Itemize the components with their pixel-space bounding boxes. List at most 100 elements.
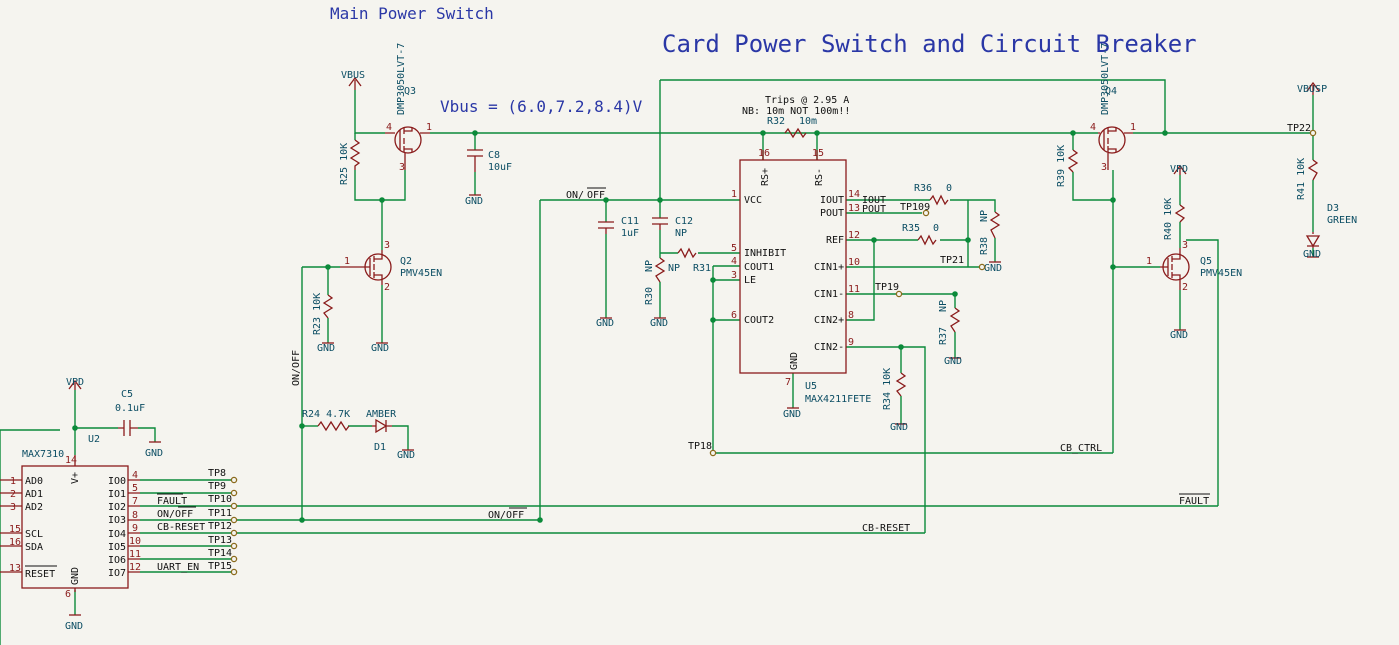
svg-text:6: 6 bbox=[731, 310, 737, 321]
power-vbus: VBUS bbox=[341, 70, 365, 90]
svg-text:R34 10K: R34 10K bbox=[882, 368, 893, 410]
svg-text:6: 6 bbox=[65, 589, 71, 600]
svg-text:1: 1 bbox=[426, 122, 432, 133]
svg-text:2: 2 bbox=[384, 282, 390, 293]
svg-text:LE: LE bbox=[744, 275, 756, 286]
net-on-off-bottom: ON/OFF bbox=[488, 510, 524, 521]
svg-text:1: 1 bbox=[10, 476, 16, 487]
svg-text:R36: R36 bbox=[914, 183, 932, 194]
svg-text:CIN1-: CIN1- bbox=[814, 289, 844, 300]
svg-text:IO4: IO4 bbox=[108, 529, 126, 540]
svg-text:12: 12 bbox=[848, 230, 860, 241]
svg-text:IO3: IO3 bbox=[108, 515, 126, 526]
svg-text:COUT1: COUT1 bbox=[744, 262, 774, 273]
svg-text:RS-: RS- bbox=[814, 168, 825, 186]
svg-text:3: 3 bbox=[384, 240, 390, 251]
net-on-off-u2: ON/OFF bbox=[157, 509, 193, 520]
net-cb-ctrl: CB_CTRL bbox=[1060, 443, 1102, 454]
q5-ref: Q5 bbox=[1200, 256, 1212, 267]
power-vpd-q5: VPD bbox=[1170, 164, 1188, 175]
svg-text:GND: GND bbox=[596, 318, 614, 329]
svg-text:GND: GND bbox=[371, 343, 389, 354]
tp13: TP13 bbox=[208, 535, 232, 546]
svg-text:R41 10K: R41 10K bbox=[1296, 158, 1307, 200]
svg-text:NP: NP bbox=[668, 263, 680, 274]
svg-text:R31: R31 bbox=[693, 263, 711, 274]
svg-text:IO7: IO7 bbox=[108, 568, 126, 579]
svg-text:POUT: POUT bbox=[820, 208, 844, 219]
svg-text:GND: GND bbox=[890, 422, 908, 433]
net-fault-u2: FAULT bbox=[157, 496, 187, 507]
svg-text:14: 14 bbox=[848, 189, 860, 200]
svg-text:NP: NP bbox=[675, 228, 687, 239]
svg-text:CIN2-: CIN2- bbox=[814, 342, 844, 353]
svg-text:4: 4 bbox=[132, 470, 138, 481]
svg-text:2: 2 bbox=[1182, 282, 1188, 293]
wires bbox=[0, 79, 1314, 645]
svg-text:0: 0 bbox=[933, 223, 939, 234]
svg-text:GND: GND bbox=[650, 318, 668, 329]
svg-text:R40 10K: R40 10K bbox=[1163, 198, 1174, 240]
power-vbusp: VBUSP bbox=[1297, 81, 1327, 95]
tp14: TP14 bbox=[208, 548, 232, 559]
main-title: Main Power Switch bbox=[330, 4, 494, 23]
svg-text:OFF: OFF bbox=[587, 190, 605, 201]
svg-text:CIN1+: CIN1+ bbox=[814, 262, 844, 273]
svg-text:IO6: IO6 bbox=[108, 555, 126, 566]
svg-text:R25 10K: R25 10K bbox=[339, 143, 350, 185]
tp15: TP15 bbox=[208, 561, 232, 572]
svg-text:15: 15 bbox=[9, 524, 21, 535]
svg-text:GND: GND bbox=[984, 263, 1002, 274]
svg-text:R38: R38 bbox=[979, 237, 990, 255]
svg-text:5: 5 bbox=[731, 243, 737, 254]
svg-text:IOUT: IOUT bbox=[820, 195, 844, 206]
svg-text:1: 1 bbox=[344, 256, 350, 267]
svg-text:AD1: AD1 bbox=[25, 489, 43, 500]
svg-text:15: 15 bbox=[812, 148, 824, 159]
svg-text:SCL: SCL bbox=[25, 529, 43, 540]
svg-text:10: 10 bbox=[129, 536, 141, 547]
svg-text:REF: REF bbox=[826, 235, 844, 246]
svg-text:2: 2 bbox=[10, 489, 16, 500]
card-title: Card Power Switch and Circuit Breaker bbox=[662, 30, 1197, 58]
net-uart-en: UART_EN bbox=[157, 562, 199, 573]
svg-text:MAX7310: MAX7310 bbox=[22, 449, 64, 460]
svg-text:13: 13 bbox=[848, 203, 860, 214]
svg-text:GND: GND bbox=[145, 448, 163, 459]
tp9: TP9 bbox=[208, 481, 226, 492]
nb-note: NB: 10m NOT 100m!! bbox=[742, 106, 850, 117]
vbus-note: Vbus = (6.0,7.2,8.4)V bbox=[440, 97, 643, 116]
svg-text:C12: C12 bbox=[675, 216, 693, 227]
svg-text:C8: C8 bbox=[488, 150, 500, 161]
svg-text:NP: NP bbox=[979, 210, 990, 222]
tp19: TP19 bbox=[875, 282, 899, 293]
svg-text:U2: U2 bbox=[88, 434, 100, 445]
trips-note: Trips @ 2.95 A bbox=[765, 95, 849, 106]
svg-text:8: 8 bbox=[848, 310, 854, 321]
svg-text:16: 16 bbox=[758, 148, 770, 159]
net-on-off-vertical: ON/OFF bbox=[291, 350, 302, 386]
svg-text:16: 16 bbox=[9, 537, 21, 548]
gnd-symbols: GND GND GND GND GND GND GND GND GND GND … bbox=[65, 194, 1321, 632]
svg-text:1: 1 bbox=[731, 189, 737, 200]
svg-text:VBUSP: VBUSP bbox=[1297, 84, 1327, 95]
svg-text:C5: C5 bbox=[121, 389, 133, 400]
tp22: TP22 bbox=[1287, 123, 1311, 134]
tp8: TP8 bbox=[208, 468, 226, 479]
svg-text:COUT2: COUT2 bbox=[744, 315, 774, 326]
q2-ref: Q2 bbox=[400, 256, 412, 267]
q4-mosfet: 4 1 3 DMP3050LVT-7 Q4 bbox=[1090, 43, 1136, 173]
svg-text:14: 14 bbox=[65, 455, 77, 466]
svg-text:0: 0 bbox=[946, 183, 952, 194]
svg-text:IO1: IO1 bbox=[108, 489, 126, 500]
svg-text:NP: NP bbox=[644, 260, 655, 272]
net-cb-reset-right: CB-RESET bbox=[862, 523, 910, 534]
svg-text:GND: GND bbox=[783, 409, 801, 420]
svg-text:10m: 10m bbox=[799, 116, 817, 127]
svg-text:VCC: VCC bbox=[744, 195, 762, 206]
svg-text:R37: R37 bbox=[938, 327, 949, 345]
tp10: TP10 bbox=[208, 494, 232, 505]
svg-text:13: 13 bbox=[9, 563, 21, 574]
svg-text:D1: D1 bbox=[374, 442, 386, 453]
svg-text:D3: D3 bbox=[1327, 203, 1339, 214]
